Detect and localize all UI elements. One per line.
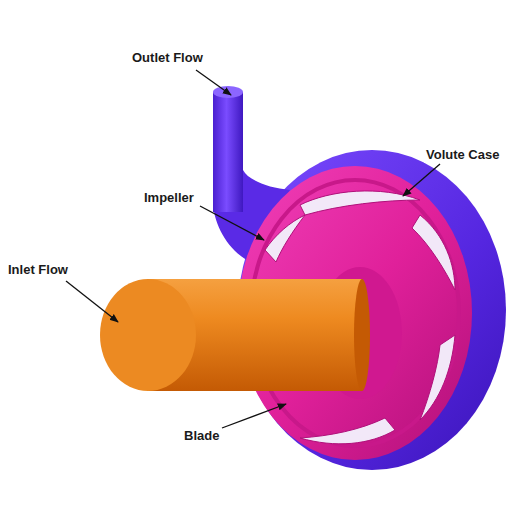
part-label: Volute Case — [424, 147, 501, 163]
inlet-mouth — [100, 279, 196, 391]
leader-lines — [66, 70, 440, 428]
part-label: Blade — [182, 428, 221, 444]
outlet-pipe — [213, 92, 243, 212]
part-label: Outlet Flow — [130, 50, 205, 66]
part-label: Impeller — [142, 190, 196, 206]
inlet-pipe-end — [354, 279, 370, 391]
part-label: Inlet Flow — [6, 262, 70, 278]
outlet-mouth — [213, 86, 243, 98]
